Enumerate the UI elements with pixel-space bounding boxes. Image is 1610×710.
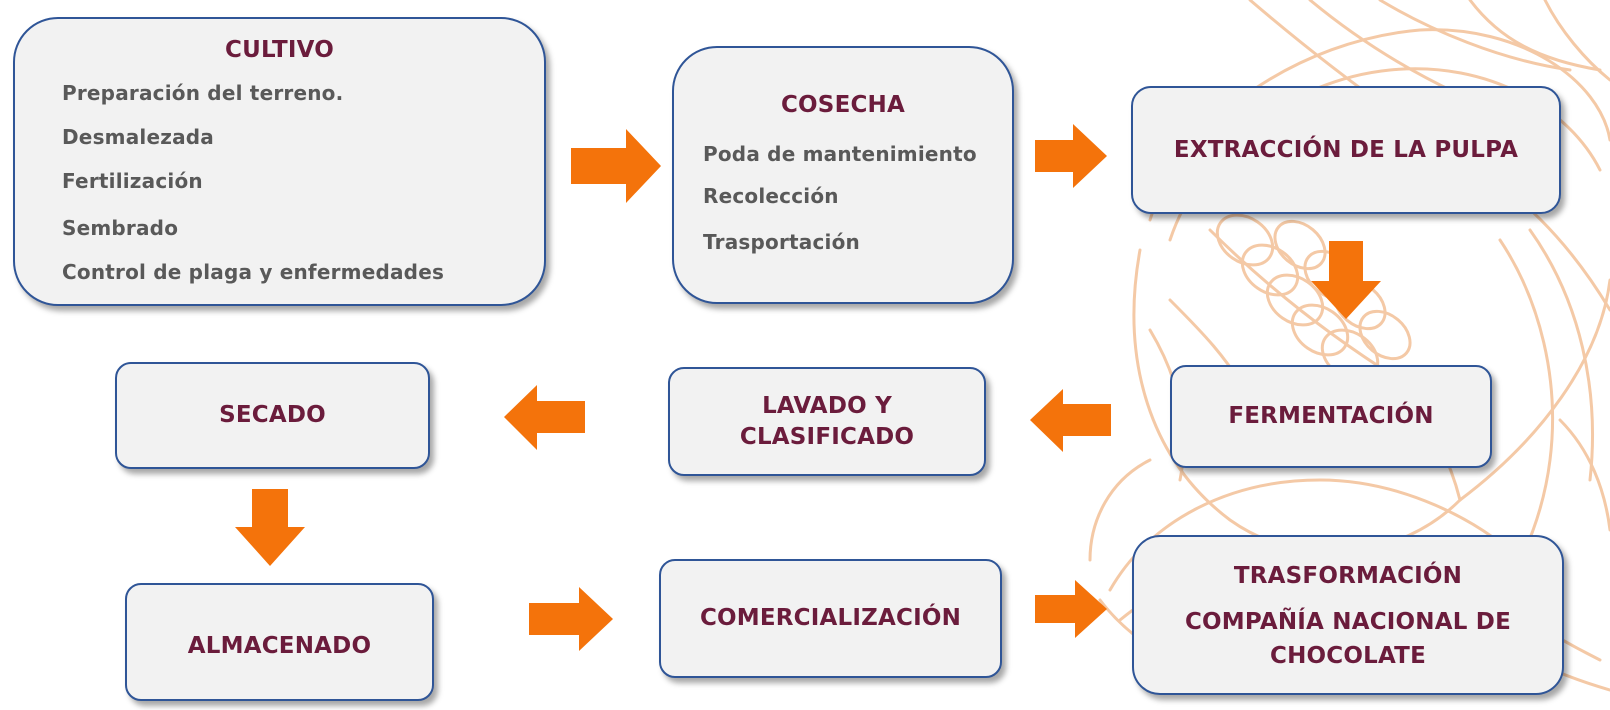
arrow-almacenado-to-comercializacion [529, 587, 613, 651]
arrow-cosecha-to-extraccion [1035, 124, 1107, 188]
step-cosecha-title: COSECHA [780, 92, 906, 118]
cultivo-item-5: Control de plaga y enfermedades [62, 260, 445, 284]
step-cosecha: COSECHA Poda de mantenimiento Recolecció… [672, 46, 1014, 304]
step-fermentacion: FERMENTACIÓN [1170, 365, 1492, 468]
step-almacenado-title: ALMACENADO [187, 632, 372, 659]
cultivo-item-2: Desmalezada [62, 125, 214, 149]
arrow-lavado-to-secado [504, 385, 585, 450]
step-comercializacion: COMERCIALIZACIÓN [659, 559, 1002, 678]
step-fermentacion-title: FERMENTACIÓN [1228, 403, 1434, 429]
arrow-secado-to-almacenado [235, 489, 305, 566]
arrow-cultivo-to-cosecha [571, 129, 661, 203]
arrow-extraccion-to-fermentacion [1311, 241, 1381, 319]
step-almacenado: ALMACENADO [125, 583, 434, 701]
step-cultivo-title: CULTIVO [225, 37, 334, 63]
step-lavado-title-line1: LAVADO Y [762, 392, 892, 419]
step-secado-title: SECADO [219, 402, 326, 428]
cultivo-item-4: Sembrado [62, 216, 179, 240]
step-extraccion: EXTRACCIÓN DE LA PULPA [1131, 86, 1561, 214]
step-extraccion-title: EXTRACCIÓN DE LA PULPA [1173, 136, 1519, 163]
cultivo-item-3: Fertilización [62, 169, 203, 193]
arrow-fermentacion-to-lavado [1030, 389, 1111, 452]
step-cultivo: CULTIVO Preparación del terreno. Desmale… [13, 17, 546, 306]
step-lavado: LAVADO Y CLASIFICADO [668, 367, 986, 476]
cultivo-item-1: Preparación del terreno. [62, 81, 344, 105]
step-lavado-title-line2: CLASIFICADO [739, 423, 915, 450]
step-trasformacion-title: TRASFORMACIÓN [1233, 563, 1463, 589]
arrow-comercializacion-to-trasformacion [1035, 580, 1107, 638]
cosecha-item-2: Recolección [703, 184, 839, 208]
step-secado: SECADO [115, 362, 430, 469]
step-comercializacion-title: COMERCIALIZACIÓN [699, 605, 962, 631]
step-trasformacion-subtitle-line2: CHOCOLATE [1270, 643, 1426, 669]
step-trasformacion: TRASFORMACIÓN COMPAÑÍA NACIONAL DE CHOCO… [1132, 535, 1564, 695]
step-trasformacion-subtitle-line1: COMPAÑÍA NACIONAL DE [1184, 609, 1512, 635]
cosecha-item-3: Trasportación [703, 230, 860, 254]
cosecha-item-1: Poda de mantenimiento [703, 142, 977, 166]
